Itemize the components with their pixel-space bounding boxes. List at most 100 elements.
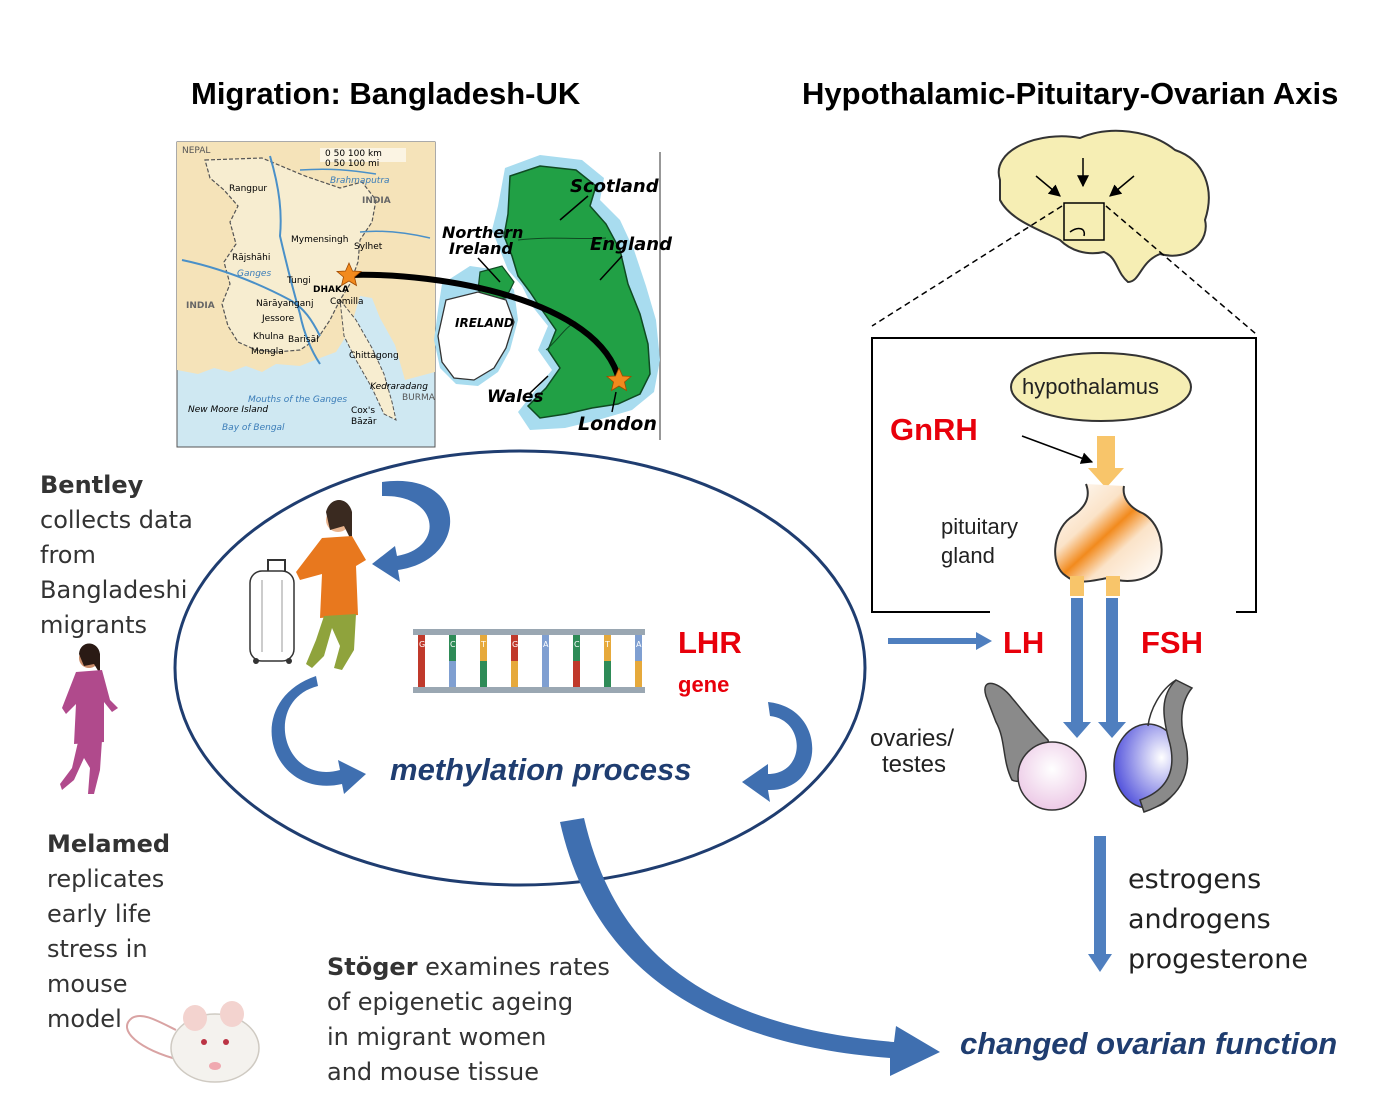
svg-text:INDIA: INDIA — [186, 301, 215, 311]
svg-text:England: England — [590, 234, 673, 255]
dna-base-label: A — [543, 640, 549, 649]
lhr-label: LHR — [678, 625, 742, 660]
melamed-line: mouse — [47, 970, 128, 998]
outcome-arrow — [560, 818, 940, 1076]
bentley-name: Bentley — [40, 471, 144, 499]
cycle-arrow-right — [742, 702, 813, 802]
hormone-item: androgens — [1128, 904, 1271, 935]
svg-text:DHAKA: DHAKA — [313, 285, 349, 295]
lh-down-arrow — [1071, 598, 1083, 722]
migration-title: Migration: Bangladesh-UK — [191, 76, 581, 111]
dna-rung — [449, 661, 456, 687]
melamed-note: Melamed replicates early life stress in … — [47, 827, 170, 1037]
dna-base-label: C — [574, 640, 580, 649]
pituitary-label: pituitary gland — [941, 512, 1018, 570]
dna-base-label: T — [604, 640, 610, 649]
dna-rung — [480, 661, 487, 687]
stoger-line: of epigenetic ageing — [327, 988, 574, 1016]
cycle-arrow-left — [271, 676, 366, 794]
bentley-note: Bentley collects data from Bangladeshi m… — [40, 468, 193, 643]
zoom-line-right — [1105, 205, 1257, 335]
svg-text:Bay of Bengal: Bay of Bengal — [222, 423, 285, 433]
svg-text:Ganges: Ganges — [237, 269, 271, 279]
dhaka-star-icon — [335, 262, 363, 287]
epigenetic-cycle-ellipse — [173, 449, 867, 887]
svg-text:Scotland: Scotland — [570, 176, 660, 197]
migrant-woman-icon — [249, 500, 366, 670]
zoom-box — [871, 337, 1257, 613]
bentley-line: migrants — [40, 611, 147, 639]
svg-text:Mongla: Mongla — [251, 347, 284, 357]
dna-base-label: G — [512, 640, 518, 649]
lh-label: LH — [1003, 625, 1045, 660]
svg-text:0 50 100 mi: 0 50 100 mi — [325, 159, 379, 169]
gene-label: gene — [678, 672, 730, 697]
gonads-label: ovaries/ testes — [870, 726, 954, 778]
dna-base-label: T — [480, 640, 486, 649]
svg-text:Chittagong: Chittagong — [349, 351, 399, 361]
bentley-line: collects data — [40, 506, 193, 534]
svg-text:Wales: Wales — [487, 387, 544, 407]
gnrh-arrow — [1088, 436, 1124, 488]
dna-rung — [542, 635, 549, 661]
dna-rung — [604, 635, 611, 661]
dna-rung — [418, 661, 425, 687]
melamed-line: model — [47, 1005, 122, 1033]
hypothalamus-label: hypothalamus — [1022, 374, 1159, 399]
migration-route-line — [348, 271, 622, 381]
svg-text:New Moore Island: New Moore Island — [188, 405, 268, 415]
mouse-icon — [126, 1001, 260, 1083]
testis-icon — [1113, 679, 1194, 813]
axis-title: Hypothalamic-Pituitary-Ovarian Axis — [802, 76, 1339, 111]
methylation-process-label: methylation process — [390, 752, 692, 787]
dna-rung — [635, 661, 642, 687]
dna-rung — [573, 635, 580, 661]
fsh-down-arrow — [1106, 598, 1118, 722]
svg-text:Northern: Northern — [442, 223, 523, 242]
hormones-list: estrogens androgens progesterone — [1128, 860, 1308, 980]
stoger-line: in migrant women — [327, 1023, 547, 1051]
svg-text:Bāzār: Bāzār — [351, 417, 377, 427]
svg-text:Nārāyanganj: Nārāyanganj — [256, 299, 313, 309]
bangladesh-map: 0 50 100 km 0 50 100 mi NEPAL INDIA INDI… — [176, 141, 436, 448]
dna-rung — [635, 635, 642, 661]
london-star-icon — [605, 367, 633, 392]
melamed-line: early life — [47, 900, 152, 928]
dna-base-label: A — [636, 640, 642, 649]
svg-text:Khulna: Khulna — [253, 332, 284, 342]
cycle-arrow-top — [372, 480, 451, 582]
svg-text:NEPAL: NEPAL — [182, 146, 210, 156]
dna-rung — [542, 661, 549, 687]
hypothalamus-ellipse — [1010, 352, 1192, 422]
gonads-line: ovaries/ — [870, 725, 955, 752]
svg-text:Barisāl: Barisāl — [288, 335, 319, 345]
melamed-name: Melamed — [47, 830, 171, 858]
svg-text:Jessore: Jessore — [261, 314, 295, 324]
svg-text:London: London — [578, 413, 657, 435]
svg-text:Ireland: Ireland — [449, 239, 513, 258]
stoger-name: Stöger — [327, 953, 418, 981]
pituitary-line: gland — [941, 543, 995, 568]
zoom-line-left — [871, 205, 1063, 327]
svg-text:Rangpur: Rangpur — [229, 184, 267, 194]
dna-base-label: C — [450, 640, 456, 649]
bentley-line: from — [40, 541, 96, 569]
to-lh-arrow — [888, 638, 976, 644]
stoger-line: and mouse tissue — [327, 1058, 540, 1086]
stoger-note: Stöger examines rates of epigenetic agei… — [327, 950, 610, 1090]
outcome-label: changed ovarian function — [960, 1026, 1338, 1061]
svg-text:Mouths of the Ganges: Mouths of the Ganges — [248, 395, 347, 405]
hormone-item: estrogens — [1128, 864, 1262, 895]
dna-rung — [480, 635, 487, 661]
dna-base-label: G — [419, 640, 425, 649]
svg-text:IRELAND: IRELAND — [455, 316, 514, 330]
uk-map: Scotland England Northern Ireland IRELAN… — [434, 152, 673, 440]
svg-text:Kedraradang: Kedraradang — [370, 382, 428, 392]
dna-rung — [511, 661, 518, 687]
stoger-first-line: examines rates — [417, 953, 610, 981]
pituitary-line: pituitary — [941, 514, 1019, 539]
dna-rung — [511, 635, 518, 661]
